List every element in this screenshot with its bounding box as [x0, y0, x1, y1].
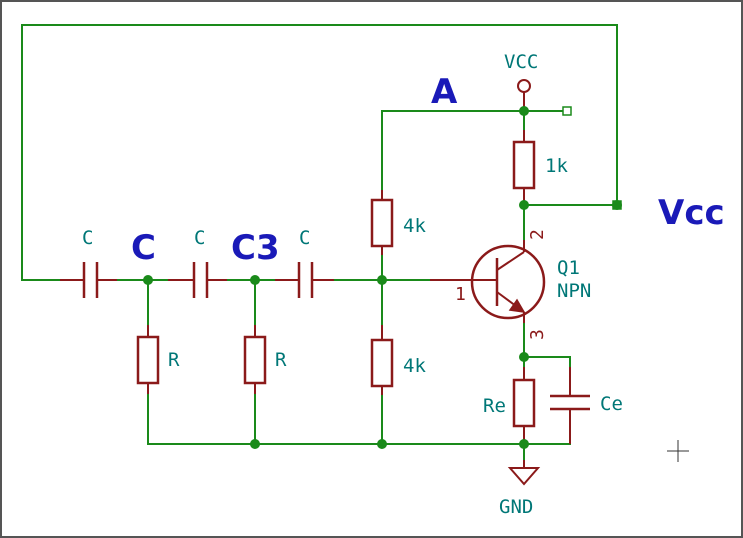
- junction-dot: [250, 275, 260, 285]
- label-gnd-symbol: GND: [499, 496, 533, 518]
- label-vcc-symbol: VCC: [504, 51, 538, 73]
- junction-dot: [519, 439, 529, 449]
- label-r2: R: [275, 349, 287, 371]
- capacitor-c1: [60, 262, 118, 298]
- label-r1: R: [168, 349, 180, 371]
- wire-emitter: [523, 323, 571, 368]
- cursor-crosshair-icon: [667, 440, 689, 462]
- junction-dot: [519, 200, 529, 210]
- label-transistor-ref: Q1: [557, 257, 580, 279]
- label-c1: C: [82, 227, 93, 249]
- label-c2: C: [194, 227, 205, 249]
- junction-dot: [377, 275, 387, 285]
- feedback-wire-top: [21, 24, 618, 206]
- label-bias-top: 4k: [403, 215, 426, 237]
- resistor-collector: [512, 130, 536, 205]
- resistor-bias-top: [370, 190, 394, 256]
- junction-dot: [250, 439, 260, 449]
- feedback-wire-left: [21, 24, 61, 281]
- pin-collector-number: 2: [527, 229, 548, 240]
- net-label-c: C: [131, 228, 156, 268]
- capacitor-c3: [275, 262, 335, 298]
- junction-dot: [612, 200, 622, 210]
- net-label-c3: C3: [231, 228, 280, 268]
- junction-dot: [519, 352, 529, 362]
- capacitor-emitter: [550, 367, 590, 444]
- pin-base-number: 1: [455, 284, 466, 305]
- resistor-emitter: [512, 367, 536, 444]
- net-label-vcc: Vcc: [658, 193, 725, 233]
- rail-terminal: [562, 106, 572, 116]
- transistor-q1: [470, 240, 546, 324]
- label-bias-bottom: 4k: [403, 355, 426, 377]
- resistor-bias-bottom: [370, 325, 394, 396]
- label-transistor-type: NPN: [557, 280, 591, 302]
- vcc-power-symbol: [517, 79, 531, 111]
- label-collector-resistor: 1k: [545, 155, 568, 177]
- resistor-r1: [136, 325, 160, 395]
- label-emitter-capacitor: Ce: [600, 393, 623, 415]
- capacitor-c2: [168, 262, 228, 298]
- resistor-r2: [243, 325, 267, 395]
- junction-dot: [519, 106, 529, 116]
- gnd-symbol: [507, 460, 541, 486]
- net-label-a: A: [431, 72, 458, 112]
- junction-dot: [143, 275, 153, 285]
- label-c3: C: [299, 227, 310, 249]
- label-emitter-resistor: Re: [483, 395, 506, 417]
- ground-bus-wire: [147, 394, 571, 445]
- junction-dot: [377, 439, 387, 449]
- pin-emitter-number: 3: [527, 329, 548, 340]
